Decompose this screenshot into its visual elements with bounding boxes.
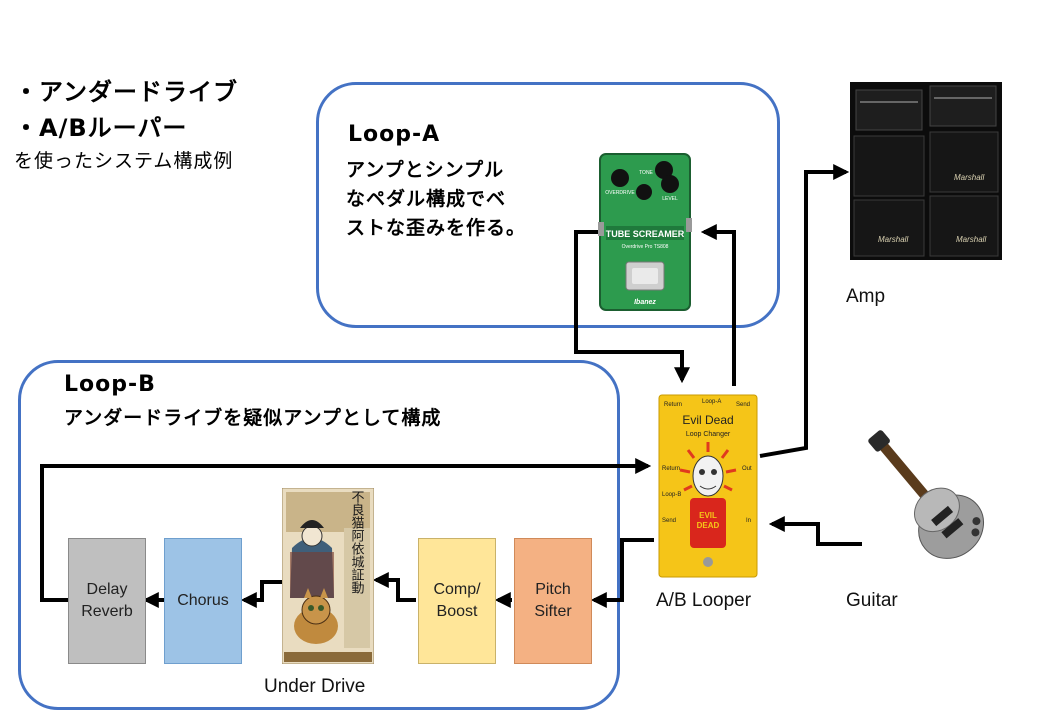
loop-b-box bbox=[18, 360, 620, 710]
wire-send-a bbox=[574, 230, 690, 384]
wire-send-b bbox=[590, 538, 654, 608]
knob-label-level: LEVEL bbox=[662, 196, 678, 202]
loop-b-description: アンダードライブを疑似アンプとして構成 bbox=[64, 407, 442, 429]
comp-label: Comp/ bbox=[433, 581, 481, 598]
wire-guitar-in bbox=[768, 516, 862, 546]
looper-send-a: Send bbox=[736, 402, 750, 408]
loop-a-description: アンプとシンプル なペダル構成でベ ストな歪みを作る。 bbox=[346, 156, 526, 243]
ab-looper-label: A/B Looper bbox=[656, 590, 752, 611]
mask-face bbox=[692, 455, 724, 497]
boost-label: Boost bbox=[436, 603, 478, 620]
looper-send-b: Send bbox=[662, 518, 676, 524]
pedal-model: Overdrive Pro TS808 bbox=[622, 244, 669, 250]
delay-label: Delay bbox=[86, 581, 128, 598]
loop-a-desc-line2: なペダル構成でベ bbox=[346, 188, 507, 210]
wire-comp-under bbox=[372, 572, 416, 602]
under-drive-image: 不良猫阿依城証動 bbox=[282, 488, 374, 664]
reverb-label: Reverb bbox=[81, 603, 133, 620]
chorus-label: Chorus bbox=[177, 592, 229, 609]
pitch-label: Pitch bbox=[535, 581, 571, 598]
looper-loop-a: Loop-A bbox=[702, 399, 721, 405]
intro-line-system: を使ったシステム構成例 bbox=[14, 150, 234, 172]
looper-loop-b: Loop-B bbox=[662, 492, 681, 498]
sifter-label: Sifter bbox=[534, 603, 572, 620]
shirt-text-2: DEAD bbox=[697, 521, 720, 530]
looper-name: Evil Dead bbox=[682, 413, 733, 427]
loop-a-desc-line1: アンプとシンプル bbox=[346, 159, 505, 181]
comp-boost-box: Comp/ Boost bbox=[418, 538, 496, 664]
under-drive-label: Under Drive bbox=[264, 676, 366, 697]
tone-knob bbox=[655, 161, 673, 179]
amp-badge-2: Marshall bbox=[956, 235, 986, 244]
amp-badge-1: Marshall bbox=[954, 173, 984, 182]
center-knob bbox=[636, 184, 652, 200]
shirt-text-1: EVIL bbox=[699, 511, 717, 520]
overdrive-knob bbox=[611, 169, 629, 187]
knob-label-overdrive: OVERDRIVE bbox=[605, 190, 635, 196]
looper-in: In bbox=[746, 518, 751, 524]
ab-looper-pedal: Return Loop-A Send Evil Dead Loop Change… bbox=[658, 394, 758, 578]
intro-text: ・アンダードライブ ・A/Bルーパー を使ったシステム構成例 bbox=[14, 72, 238, 174]
intro-line-underdrive: ・アンダードライブ bbox=[14, 78, 239, 106]
tube-screamer-pedal: TONE OVERDRIVE LEVEL TUBE SCREAMER Overd… bbox=[598, 153, 692, 311]
pedal-brand: Ibanez bbox=[634, 299, 656, 306]
looper-return-b: Return bbox=[662, 466, 680, 472]
loop-a-box bbox=[316, 82, 780, 328]
looper-out: Out bbox=[742, 466, 752, 472]
loop-a-desc-line3: ストな歪みを作る。 bbox=[346, 217, 527, 239]
loop-a-title: Loop-A bbox=[348, 122, 441, 147]
pitch-sifter-box: Pitch Sifter bbox=[514, 538, 592, 664]
amp-label: Amp bbox=[846, 286, 886, 307]
chorus-box: Chorus bbox=[164, 538, 242, 664]
knob-label-tone: TONE bbox=[639, 170, 653, 176]
looper-return-a: Return bbox=[664, 402, 682, 408]
wire-under-chorus bbox=[240, 580, 282, 608]
under-drive-glyphs: 不良猫阿依城証動 bbox=[350, 490, 365, 595]
pedal-name: TUBE SCREAMER bbox=[606, 229, 685, 239]
red-shirt bbox=[690, 498, 726, 548]
amp-badge-3: Marshall bbox=[878, 235, 908, 244]
looper-subtitle: Loop Changer bbox=[686, 431, 731, 438]
guitar-image bbox=[868, 430, 984, 559]
guitar-label: Guitar bbox=[846, 590, 898, 611]
amp-image: Marshall Marshall Marshall bbox=[850, 82, 1002, 260]
wire-return-b bbox=[40, 458, 652, 602]
loop-b-title: Loop-B bbox=[64, 372, 156, 397]
wire-return-a bbox=[700, 224, 736, 386]
intro-line-ab-looper: ・A/Bルーパー bbox=[14, 114, 188, 142]
level-knob bbox=[661, 175, 679, 193]
wire-to-amp bbox=[759, 164, 850, 458]
delay-reverb-box: Delay Reverb bbox=[68, 538, 146, 664]
sun-rays bbox=[679, 442, 737, 492]
